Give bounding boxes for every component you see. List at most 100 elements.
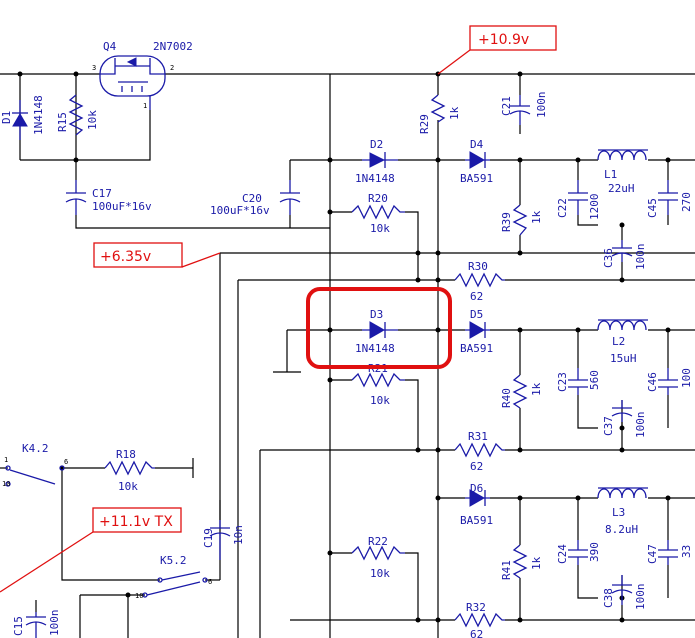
r31-ref: R31 <box>468 430 488 443</box>
r20-ref: R20 <box>368 192 388 205</box>
c22-ref: C22 <box>556 198 569 218</box>
l3-val: 8.2uH <box>605 523 638 536</box>
c21-val: 100n <box>535 92 548 119</box>
c20-ref: C20 <box>242 192 262 205</box>
c15-val: 100n <box>48 610 61 637</box>
r32-ref: R32 <box>466 601 486 614</box>
annotation-11-1v-tx: +11.1v TX <box>0 507 182 593</box>
q4-pin3: 3 <box>92 64 96 72</box>
d6-part: BA591 <box>460 514 493 527</box>
k42-pin1: 1 <box>4 456 8 464</box>
c15-ref: C15 <box>12 616 25 636</box>
l2-val: 15uH <box>610 352 637 365</box>
r39-ref: R39 <box>500 212 513 232</box>
c38-capacitor: C38 100n <box>602 575 647 610</box>
r32-val: 62 <box>470 628 483 638</box>
d1-diode: D1 1N4148 <box>0 95 45 140</box>
c19-capacitor: C19 10n <box>202 520 245 560</box>
d3-diode: D3 1N4148 <box>355 308 398 355</box>
r29-val: 1k <box>448 106 461 120</box>
r40-val: 1k <box>530 382 543 396</box>
l1-val: 22uH <box>608 182 635 195</box>
c19-ref: C19 <box>202 528 215 548</box>
k42-ref: K4.2 <box>22 442 49 455</box>
c37-capacitor: C37 100n <box>602 400 647 438</box>
c21-capacitor: C21 100n <box>500 92 548 125</box>
c17-capacitor: C17 100uF*16v <box>65 180 152 215</box>
annotation-6-35v-text: +6.35v <box>100 249 151 265</box>
r30-resistor: R30 62 <box>454 260 505 303</box>
r31-resistor: R31 62 <box>454 430 505 473</box>
c23-val: 560 <box>588 370 601 390</box>
c46-ref: C46 <box>646 372 659 392</box>
k52-ref: K5.2 <box>160 554 187 567</box>
r18-ref: R18 <box>116 448 136 461</box>
c20-capacitor: C20 100uF*16v <box>210 180 301 217</box>
r41-resistor: R41 1k <box>500 544 543 580</box>
r22-resistor: R22 10k <box>351 535 405 580</box>
r15-ref: R15 <box>56 112 69 132</box>
q4-mosfet: Q4 2N7002 3 2 1 <box>92 40 193 110</box>
r40-resistor: R40 1k <box>500 374 543 409</box>
k42-pin6: 6 <box>64 458 68 466</box>
q4-ref: Q4 <box>103 40 117 53</box>
c45-capacitor: C45 270 <box>646 180 693 218</box>
c36-capacitor: C36 100n <box>602 240 647 270</box>
l2-ref: L2 <box>612 335 625 348</box>
c20-val: 100uF*16v <box>210 204 270 217</box>
r41-ref: R41 <box>500 560 513 580</box>
l1-inductor: L1 22uH <box>597 149 648 195</box>
k52-pin10: 10 <box>135 592 143 600</box>
c47-val: 33 <box>680 545 693 558</box>
q4-pin1: 1 <box>143 102 147 110</box>
c22-val: 1200 <box>588 194 601 221</box>
l3-ref: L3 <box>612 506 625 519</box>
c37-val: 100n <box>634 412 647 439</box>
c46-capacitor: C46 100 <box>646 368 693 395</box>
d6-diode: D6 BA591 <box>460 482 493 527</box>
c37-ref: C37 <box>602 416 615 436</box>
r22-ref: R22 <box>368 535 388 548</box>
l3-inductor: L3 8.2uH <box>597 487 648 536</box>
c36-ref: C36 <box>602 248 615 268</box>
c36-val: 100n <box>634 244 647 271</box>
c23-capacitor: C23 560 <box>556 368 601 395</box>
c24-val: 390 <box>588 542 601 562</box>
r21-val: 10k <box>370 394 390 407</box>
d1-ref: D1 <box>0 111 13 124</box>
r40-ref: R40 <box>500 388 513 408</box>
c15-capacitor: C15 100n <box>12 610 61 638</box>
q4-pin2: 2 <box>170 64 174 72</box>
annotation-6-35v: +6.35v <box>93 242 221 268</box>
r15-resistor: R15 10k <box>56 94 99 136</box>
c47-capacitor: C47 33 <box>646 540 693 565</box>
k52-pin6: 6 <box>208 578 212 586</box>
d4-part: BA591 <box>460 172 493 185</box>
r41-val: 1k <box>530 556 543 570</box>
c47-ref: C47 <box>646 544 659 564</box>
c17-val: 100uF*16v <box>92 200 152 213</box>
c17-ref: C17 <box>92 187 112 200</box>
c38-val: 100n <box>634 584 647 611</box>
c38-ref: C38 <box>602 588 615 608</box>
annotation-11-1v-tx-text: +11.1v TX <box>99 514 173 530</box>
d2-diode: D2 1N4148 <box>355 138 398 185</box>
r39-val: 1k <box>530 210 543 224</box>
c24-capacitor: C24 390 <box>556 540 601 565</box>
r20-val: 10k <box>370 222 390 235</box>
k42-relay-contact: K4.2 1 6 10 <box>2 442 68 488</box>
d3-ref: D3 <box>370 308 383 321</box>
d1-part: 1N4148 <box>32 95 45 135</box>
d4-ref: D4 <box>470 138 484 151</box>
d4-diode: D4 BA591 <box>460 138 493 185</box>
c45-ref: C45 <box>646 198 659 218</box>
d3-highlight-box <box>306 287 452 369</box>
r31-val: 62 <box>470 460 483 473</box>
r30-ref: R30 <box>468 260 488 273</box>
l1-ref: L1 <box>604 168 617 181</box>
c24-ref: C24 <box>556 544 569 564</box>
r39-resistor: R39 1k <box>500 204 543 236</box>
r29-ref: R29 <box>418 114 431 134</box>
